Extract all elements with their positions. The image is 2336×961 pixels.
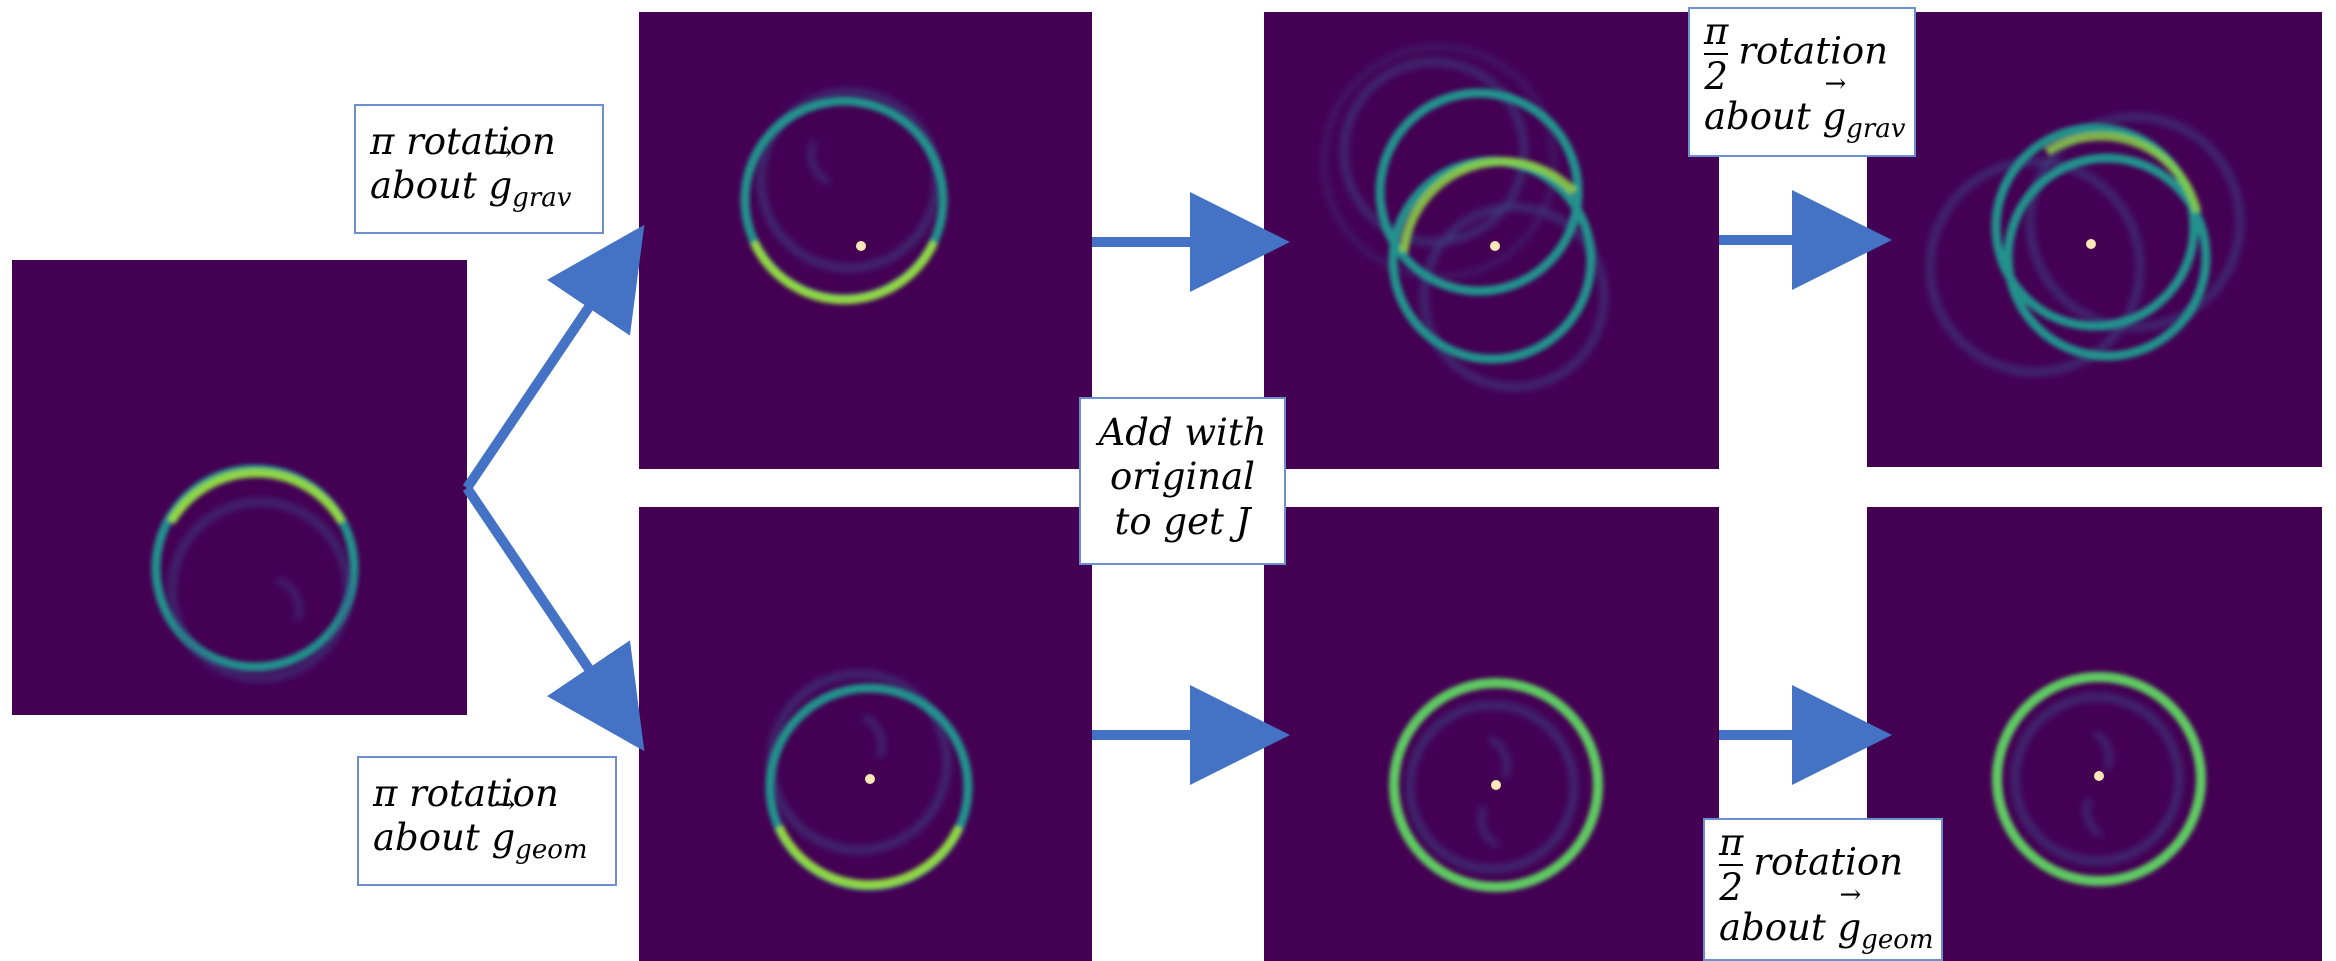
label-pi-geom: π rotation about ggeom (357, 756, 617, 886)
label-half-pi-geom-line2: about ggeom (1719, 880, 1941, 956)
label-pi-geom-line2: about ggeom (373, 790, 615, 866)
label-pi-geom-line1: π rotation (373, 772, 559, 815)
right-arrow-icon (462, 485, 645, 752)
panel-pi-geom (639, 507, 1092, 961)
right-arrow-icon (462, 224, 645, 491)
fraction-pi-over-2: π 2 (1704, 10, 1729, 98)
label-half-pi-geom-line1: π 2 rotation (1719, 821, 1904, 909)
label-pi-grav: π rotation about ggrav (354, 104, 604, 234)
label-add-line1: Add with (1098, 411, 1267, 454)
label-pi-grav-line2: about ggrav (370, 138, 602, 214)
panel-pi-grav (639, 12, 1092, 469)
label-pi-grav-line1: π rotation (370, 120, 556, 163)
fraction-pi-over-2: π 2 (1719, 821, 1744, 909)
vector-g: g (491, 790, 515, 860)
panel-sum-geom (1264, 507, 1719, 961)
label-half-pi-grav-line2: about ggrav (1704, 69, 1914, 145)
label-add-original: Add with original to get J (1079, 397, 1286, 565)
panel-sum-grav (1264, 12, 1719, 469)
label-half-pi-grav-line1: π 2 rotation (1704, 10, 1889, 98)
label-half-pi-grav: π 2 rotation about ggrav (1688, 7, 1916, 157)
label-half-pi-geom: π 2 rotation about ggeom (1703, 818, 1943, 961)
panel-original (12, 260, 467, 715)
vector-g: g (1837, 880, 1861, 950)
vector-g: g (488, 138, 512, 208)
label-add-line3: to get J (1114, 499, 1251, 543)
vector-g: g (1822, 69, 1846, 139)
label-add-line2: original (1109, 455, 1256, 499)
panel-half-pi-grav (1867, 12, 2322, 467)
